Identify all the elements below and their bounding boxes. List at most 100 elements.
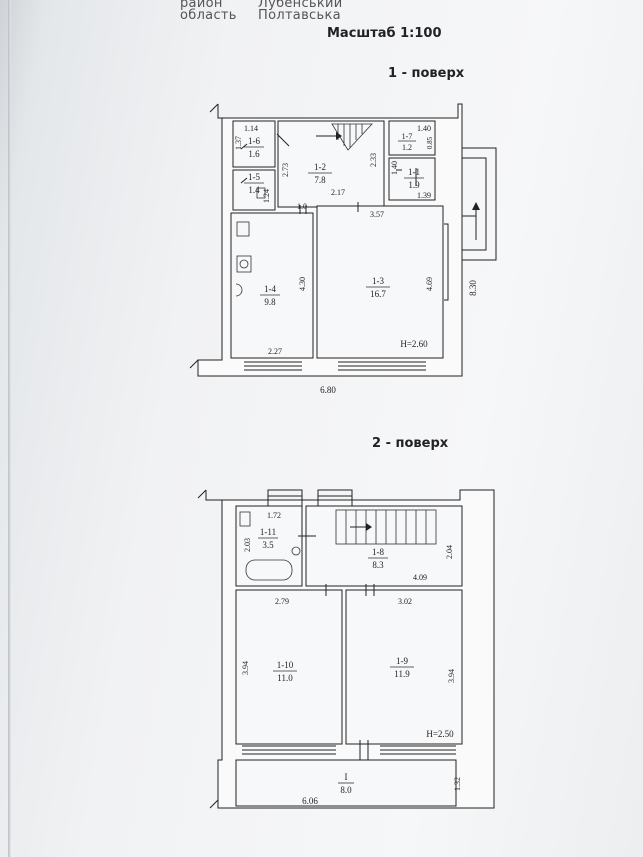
room-1-6 bbox=[232, 120, 276, 168]
floor1-window-b bbox=[338, 361, 426, 371]
room-1-6-area: 1.6 bbox=[248, 149, 260, 159]
room-1-2-id: 1-2 bbox=[314, 162, 326, 172]
dim-1-40-side: 1.40 bbox=[390, 161, 399, 175]
room-1-3 bbox=[316, 205, 444, 359]
dim-2-17: 2.17 bbox=[331, 188, 345, 197]
room-1-6-id: 1-6 bbox=[248, 136, 260, 146]
room-1-9-area: 11.9 bbox=[394, 669, 410, 679]
dim-2-04: 2.04 bbox=[445, 545, 454, 559]
dim-2-03: 2.03 bbox=[243, 538, 252, 552]
floor2-window-a bbox=[242, 745, 336, 755]
floor1-porch bbox=[462, 147, 497, 261]
dim-2-33: 2.33 bbox=[369, 153, 378, 167]
floor1-entry-arrow-line bbox=[462, 208, 477, 240]
floor2-window-b bbox=[380, 745, 456, 755]
room-1-5 bbox=[232, 169, 276, 211]
room-1-7 bbox=[388, 120, 436, 156]
room-1-9 bbox=[345, 589, 463, 745]
floor1-swing-marks bbox=[240, 133, 290, 184]
dim-4-69: 4.69 bbox=[425, 277, 434, 291]
room-1-11-area: 3.5 bbox=[262, 540, 274, 550]
floor1-window-a bbox=[244, 361, 302, 371]
room-1-8-area: 8.3 bbox=[372, 560, 384, 570]
floor2-plan: 1-11 3.5 1-8 8.3 1-10 11.0 1-9 11.9 I 8.… bbox=[197, 489, 495, 809]
room-1-1-id: 1-1 bbox=[408, 167, 420, 177]
toilet-icon bbox=[239, 511, 251, 527]
room-1-11-id: 1-11 bbox=[260, 527, 276, 537]
dim-1-39: 1.39 bbox=[417, 191, 431, 200]
room-1-10-id: 1-10 bbox=[277, 660, 294, 670]
dim-2-79: 2.79 bbox=[275, 597, 289, 606]
floor1-title: 1 - поверх bbox=[388, 66, 465, 81]
room-1-7-area: 1.2 bbox=[402, 143, 412, 152]
room-1-5-area: 1.4 bbox=[248, 185, 260, 195]
room-1-4-area: 9.8 bbox=[264, 297, 276, 307]
floor1-height: H=2.60 bbox=[400, 339, 428, 349]
dim-1-0: 1.0 bbox=[297, 202, 307, 211]
room-1-3-area: 16.7 bbox=[370, 289, 386, 299]
dim-1-24: 1.24 bbox=[262, 189, 271, 203]
header-region-values: Лубенський Полтавська bbox=[258, 0, 343, 22]
dim-6-06: 6.06 bbox=[302, 796, 318, 806]
room-1-7-id: 1-7 bbox=[402, 132, 413, 141]
room-I-id: I bbox=[345, 772, 348, 782]
room-1-2 bbox=[277, 120, 385, 208]
room-1-2-area: 7.8 bbox=[314, 175, 326, 185]
room-I-area: 8.0 bbox=[340, 785, 352, 795]
toilet-icon bbox=[256, 187, 266, 199]
dim-4-09: 4.09 bbox=[413, 573, 427, 582]
room-1-8 bbox=[305, 505, 463, 587]
dim-1-72: 1.72 bbox=[267, 511, 281, 520]
room-1-4 bbox=[230, 212, 314, 359]
scale-label: Масштаб 1:100 bbox=[327, 26, 442, 41]
dim-1-40-top: 1.40 bbox=[417, 124, 431, 133]
header-label-oblast: область bbox=[180, 8, 237, 23]
room-1-10 bbox=[235, 589, 343, 745]
dim-6-80: 6.80 bbox=[320, 385, 336, 395]
dim-3-94-right: 3.94 bbox=[447, 669, 456, 683]
dim-2-27: 2.27 bbox=[268, 347, 282, 356]
dim-0-85: 0.85 bbox=[426, 136, 434, 149]
floor1-break-marks bbox=[189, 103, 219, 369]
room-1-1-area: 1.9 bbox=[408, 180, 420, 190]
room-1-3-id: 1-3 bbox=[372, 276, 384, 286]
header-value-rayon: Лубенський bbox=[258, 0, 343, 11]
sink-icon bbox=[236, 221, 250, 237]
room-1-9-id: 1-9 bbox=[396, 656, 408, 666]
dim-4-30: 4.30 bbox=[298, 277, 307, 291]
room-1-5-id: 1-5 bbox=[248, 172, 260, 182]
room-1-10-area: 11.0 bbox=[277, 673, 293, 683]
floor2-break-marks bbox=[197, 489, 219, 809]
header-region-labels: район область bbox=[180, 0, 237, 22]
room-1-1 bbox=[388, 157, 436, 201]
floor1-plan: 1-6 1.6 1-5 1.4 1-2 7.8 1-7 1.2 1-1 1.9 … bbox=[189, 103, 497, 395]
dim-1-37: 1.37 bbox=[234, 136, 243, 150]
dim-3-02: 3.02 bbox=[398, 597, 412, 606]
dim-3-94-left: 3.94 bbox=[241, 661, 250, 675]
dim-1-14: 1.14 bbox=[244, 124, 258, 133]
header-value-oblast: Полтавська bbox=[258, 8, 341, 23]
floor2-height: H=2.50 bbox=[426, 729, 454, 739]
sink-icon bbox=[291, 546, 301, 556]
floor2-door-marks bbox=[298, 528, 375, 760]
floor1-entry-arrowhead bbox=[472, 202, 480, 210]
room-1-8-id: 1-8 bbox=[372, 547, 384, 557]
dim-1-32: 1.32 bbox=[453, 777, 462, 791]
header-label-rayon: район bbox=[180, 0, 223, 11]
dim-8-30: 8.30 bbox=[468, 280, 478, 296]
room-1-4-id: 1-4 bbox=[264, 284, 276, 294]
burner-icon bbox=[239, 259, 249, 269]
dim-3-57: 3.57 bbox=[370, 210, 384, 219]
boiler-icon bbox=[235, 283, 243, 297]
dim-2-73: 2.73 bbox=[281, 163, 290, 177]
stove-icon bbox=[236, 255, 252, 273]
floor2-stair-arrowhead bbox=[366, 523, 372, 531]
room-1-11 bbox=[235, 505, 303, 587]
floor1-stair-arrowhead bbox=[336, 132, 342, 140]
floor1-door-marks bbox=[299, 168, 417, 214]
bathtub-icon bbox=[245, 559, 293, 581]
floor1-window-c bbox=[444, 223, 449, 301]
page-edge bbox=[8, 0, 11, 857]
floor1-stair bbox=[331, 123, 373, 151]
